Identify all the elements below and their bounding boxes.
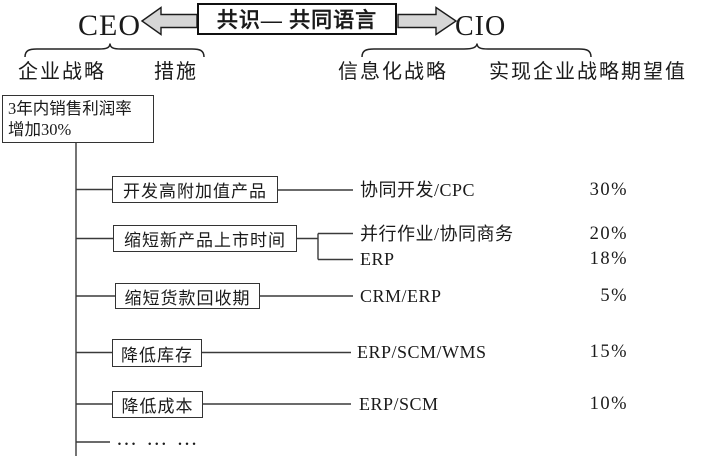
measure-box-develop-high-value-products: 开发高附加值产品 <box>112 176 278 203</box>
column-label-enterprise-strategy: 企业战略 <box>18 61 106 83</box>
it-strategy-cpc: 协同开发/CPC <box>360 180 476 200</box>
expected-value-erp: 18% <box>589 249 628 269</box>
it-strategy-erp-scm: ERP/SCM <box>359 394 439 414</box>
column-label-expected-value: 实现企业战略期望值 <box>489 61 687 83</box>
cio-scope-brace-icon <box>361 43 592 58</box>
measure-box-shorten-collection-period: 缩短货款回收期 <box>115 283 260 309</box>
more-measures-ellipsis: … … … <box>116 426 200 450</box>
measure-box-reduce-inventory: 降低库存 <box>112 339 202 367</box>
it-strategy-erp-scm-wms: ERP/SCM/WMS <box>357 342 487 362</box>
goal-line-1: 3年内销售利润率 <box>8 99 132 118</box>
ceo-label: CEO <box>78 9 141 42</box>
right-arrow-icon <box>397 6 458 36</box>
column-label-measures: 措施 <box>154 61 198 83</box>
consensus-box: 共识— 共同语言 <box>197 3 397 35</box>
ceo-scope-brace-icon <box>24 43 205 58</box>
column-label-it-strategy: 信息化战略 <box>338 61 448 83</box>
measure-box-reduce-cost: 降低成本 <box>112 391 203 418</box>
expected-value-crm-erp: 5% <box>600 286 628 306</box>
it-strategy-concurrent-collab: 并行作业/协同商务 <box>360 224 514 244</box>
goal-box: 3年内销售利润率 增加30% <box>2 95 154 143</box>
goal-line-2: 增加30% <box>8 120 72 139</box>
expected-value-erp-scm-wms: 15% <box>589 342 628 362</box>
expected-value-cpc: 30% <box>589 180 628 200</box>
goal-tree-connectors <box>75 143 353 456</box>
cio-label: CIO <box>455 11 507 42</box>
expected-value-erp-scm: 10% <box>589 394 628 414</box>
it-strategy-crm-erp: CRM/ERP <box>360 286 442 306</box>
it-strategy-erp: ERP <box>360 249 395 269</box>
measure-box-shorten-time-to-market: 缩短新产品上市时间 <box>113 225 297 252</box>
left-arrow-icon <box>140 6 198 36</box>
expected-value-concurrent-collab: 20% <box>589 224 628 244</box>
